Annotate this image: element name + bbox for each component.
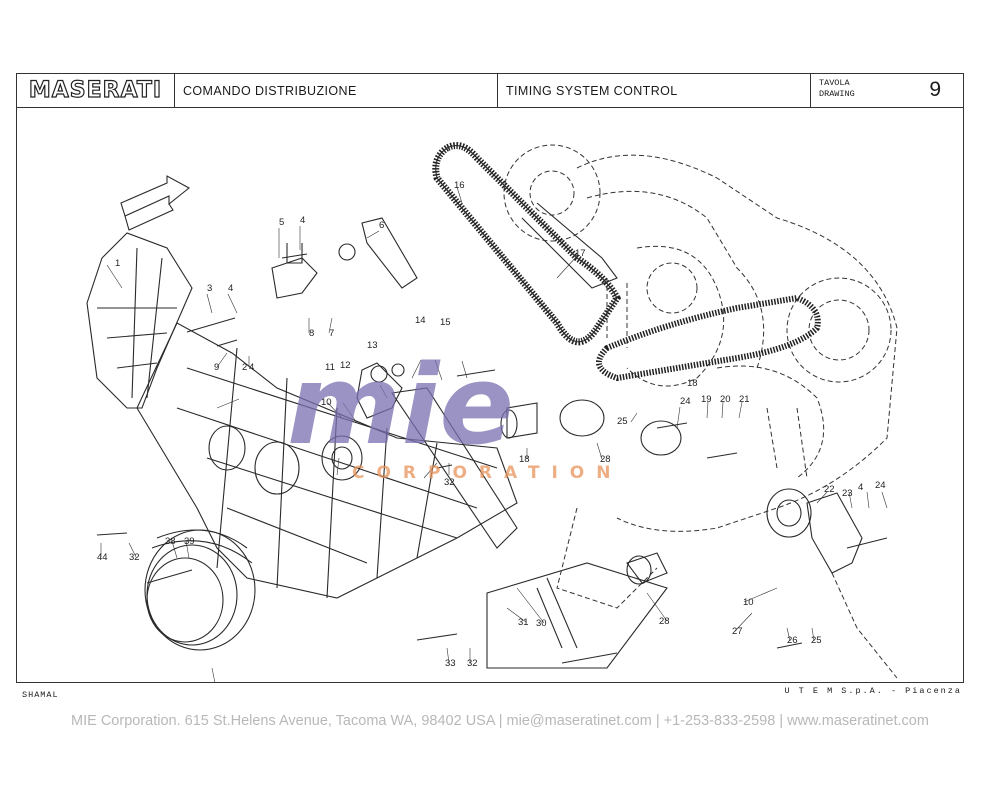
part-label-n23: 23 — [842, 488, 853, 499]
bush-28 — [626, 552, 668, 585]
idler-pulley-10 — [321, 435, 363, 481]
part-label-n30: 30 — [536, 618, 547, 629]
part-label-n31: 31 — [518, 617, 529, 628]
part-label-n38: 38 — [165, 536, 176, 547]
part-label-n32a: 32 — [129, 552, 140, 563]
mie-watermark: mie CORPORATION — [287, 341, 622, 483]
engine-outline-dashed — [503, 144, 898, 609]
part-label-n28a: 28 — [600, 454, 611, 465]
idler-pulley-10-right — [766, 488, 812, 538]
watermark-logo: mie — [287, 341, 514, 469]
pulley-18-pair — [500, 399, 682, 456]
part-label-n4c: 4 — [249, 362, 254, 373]
part-label-n6: 6 — [379, 220, 384, 231]
part-label-n28b: 28 — [659, 616, 670, 627]
front-direction-arrow — [120, 175, 190, 231]
drawing-number: 9 — [929, 78, 941, 101]
leader-lines — [100, 186, 888, 682]
title-italian: COMANDO DISTRIBUZIONE — [175, 74, 498, 107]
part-label-n39: 39 — [184, 536, 195, 547]
part-label-n4a: 4 — [228, 283, 233, 294]
part-label-n15: 15 — [440, 317, 451, 328]
part-label-n7: 7 — [329, 328, 334, 339]
part-label-n13: 13 — [367, 340, 378, 351]
title-english: TIMING SYSTEM CONTROL — [498, 74, 811, 107]
maker-caption: U T E M S.p.A. - Piacenza — [784, 686, 962, 696]
part-label-n3: 3 — [207, 283, 212, 294]
tavola-label: TAVOLA — [819, 78, 850, 88]
part-label-n27: 27 — [732, 626, 743, 637]
part-label-n19: 19 — [701, 394, 712, 405]
logo-cell: MASERATI — [17, 74, 175, 107]
part-label-n2: 2 — [242, 362, 247, 373]
part-label-n18b: 18 — [687, 378, 698, 389]
drawing-number-cell: TAVOLA DRAWING 9 — [811, 74, 963, 107]
timing-belt-21 — [596, 294, 821, 382]
bolts — [96, 253, 888, 649]
part-label-n17: 17 — [575, 248, 586, 259]
part-label-n26: 26 — [787, 635, 798, 646]
part-label-n11: 11 — [325, 362, 335, 373]
part-label-n24a: 24 — [680, 396, 691, 407]
footer-contact: MIE Corporation. 615 St.Helens Avenue, T… — [71, 713, 929, 729]
part-label-n32c: 32 — [467, 658, 478, 669]
part-label-n10b: 10 — [743, 597, 754, 608]
timing-cover-1 — [86, 232, 193, 409]
part-label-n25b: 25 — [811, 635, 822, 646]
part-label-n5: 5 — [279, 217, 284, 228]
watermark-subtitle: CORPORATION — [352, 463, 622, 483]
part-label-n24b: 24 — [875, 480, 886, 491]
part-label-n25a: 25 — [617, 416, 628, 427]
part-label-n32b: 32 — [444, 477, 455, 488]
model-caption: SHAMAL — [22, 690, 59, 700]
pulley-35 — [144, 529, 256, 651]
part-label-n22: 22 — [824, 484, 835, 495]
part-label-n9: 9 — [214, 362, 219, 373]
part-label-n44a: 44 — [97, 552, 108, 563]
inset-detail — [486, 562, 668, 669]
tensioner-arm-22 — [806, 492, 898, 679]
maserati-logo: MASERATI — [28, 77, 163, 103]
support-8 — [271, 243, 318, 299]
drawing-frame: MASERATI COMANDO DISTRIBUZIONE TIMING SY… — [16, 73, 964, 683]
timing-belt-16 — [432, 142, 622, 346]
tavola-labels: TAVOLA DRAWING — [819, 78, 855, 100]
part-label-n8: 8 — [309, 328, 314, 339]
part-label-n14: 14 — [415, 315, 426, 326]
part-label-n12: 12 — [340, 360, 351, 371]
title-block: MASERATI COMANDO DISTRIBUZIONE TIMING SY… — [17, 74, 963, 108]
part-label-n1: 1 — [115, 258, 120, 269]
part-label-n4d: 4 — [858, 482, 863, 493]
part-label-n21: 21 — [739, 394, 750, 405]
belt-guard-17 — [521, 202, 618, 289]
part-label-n20: 20 — [720, 394, 731, 405]
bracket-6 — [338, 217, 418, 289]
bracket-30 — [391, 387, 518, 549]
part-label-n4b: 4 — [300, 215, 305, 226]
part-label-n18a: 18 — [519, 454, 530, 465]
part-label-n10a: 10 — [321, 397, 332, 408]
drawing-label: DRAWING — [819, 89, 855, 99]
tensioner-assembly-13 — [356, 362, 405, 419]
exploded-diagram: mie CORPORATION 123444456789101011121314… — [86, 142, 898, 682]
part-label-n16: 16 — [454, 180, 465, 191]
part-label-n33: 33 — [445, 658, 456, 669]
